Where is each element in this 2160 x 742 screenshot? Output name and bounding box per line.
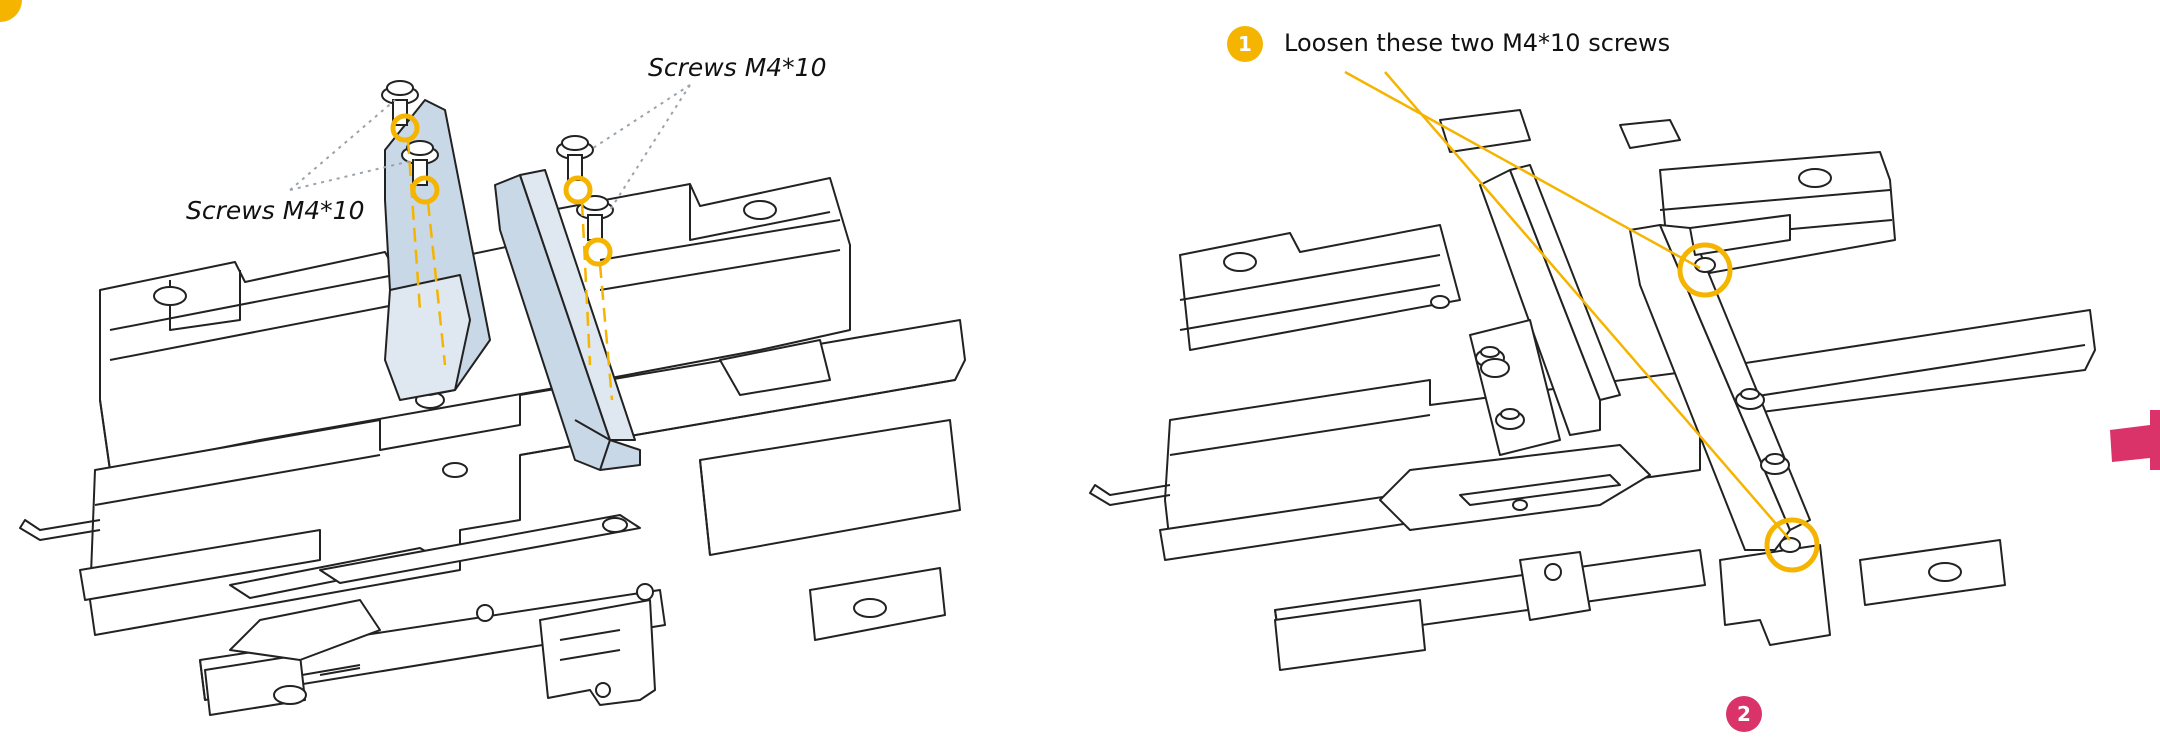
left-dashed-guides [406,139,614,401]
left-highlight-circles [390,113,613,267]
step-1-badge: 1 [1227,26,1263,62]
right-screws [1430,257,1801,553]
screw-icon [1495,408,1525,430]
screw-icon [1430,295,1450,309]
left-right-rail [699,419,961,556]
screw-icon [1760,453,1790,475]
right-cable-tail [1089,484,1171,506]
left-assembly-drawing [0,0,966,716]
left-corner-mark [0,0,22,22]
screw-icon [381,80,419,126]
screw-icon [556,135,594,181]
right-bracket-right [1629,224,1791,551]
left-leader-lines [289,84,691,211]
left-screws [381,80,614,241]
screws-label-left: Screws M4*10 [186,196,365,225]
screw-icon [1694,257,1716,273]
screw-icon [401,140,439,186]
screws-label-top-right: Screws M4*10 [648,53,827,82]
right-main-plate [1164,309,2096,546]
screw-icon [1480,358,1510,378]
right-bracket-left [1479,169,1601,436]
left-cable-tail [19,519,101,541]
screw-icon [1475,346,1505,368]
right-bottom-clamp [1719,544,1831,646]
right-back-tray [1179,224,1461,351]
step-1-instruction: Loosen these two M4*10 screws [1284,29,1671,57]
right-lower-rail [1274,549,1706,646]
left-lower-rail [79,529,321,601]
screw-icon [1779,537,1801,553]
left-bottom-clamp [539,599,656,706]
next-step-arrow-icon [2110,410,2160,470]
screw-icon [1735,388,1765,410]
right-highlight-circles [1677,242,1820,573]
right-callout-leaders [1344,70,1791,541]
right-lower-tab-left [1274,599,1426,671]
step-2-badge: 2 [1726,696,1762,732]
right-lower-tab-right [1859,539,2006,606]
